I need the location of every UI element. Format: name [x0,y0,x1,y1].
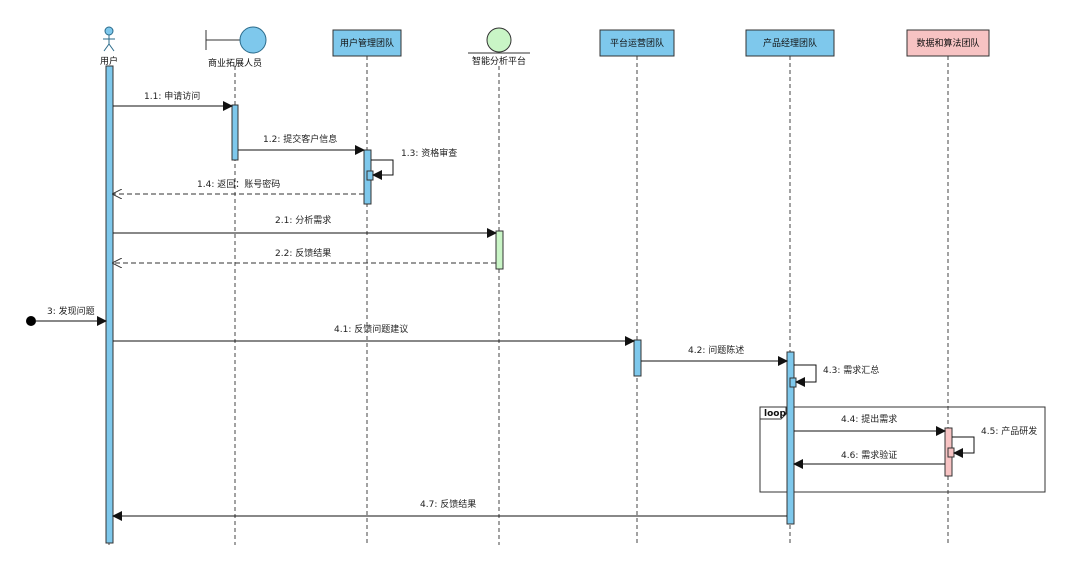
activation-biz [231,104,239,161]
message-4-7-label: 4.7: 反馈结果 [420,498,476,510]
message-1-3-arrow [371,159,394,180]
participant-label-user: 用户 [100,55,118,67]
participant-label-pm: 产品经理团队 [763,37,817,49]
participant-box-data [906,29,990,57]
found-message-start-dot [26,316,36,326]
loop-label: loop [764,409,786,419]
messages: 1.1: 申请访问 1.2: 提交客户信息 1.3: 资格审查 1.4: 返回：… [26,90,1037,521]
message-1-4-label: 1.4: 返回：账号密码 [197,178,280,190]
message-2-1-label: 2.1: 分析需求 [275,214,331,226]
participant-label-umt: 用户管理团队 [340,37,394,49]
participant-platform: 智能分析平台 [468,27,530,67]
message-4-3-label: 4.3: 需求汇总 [823,364,879,376]
participant-biz: 商业拓展人员 [205,26,267,69]
participant-user: 用户 [100,26,118,67]
participant-box-pm [745,29,835,57]
activation-umt-self [366,170,374,181]
activations [105,65,955,544]
participant-label-biz: 商业拓展人员 [208,57,262,69]
message-4-5-label: 4.5: 产品研发 [981,425,1037,437]
participant-label-ops: 平台运营团队 [610,37,664,49]
message-4-1-label: 4.1: 反馈问题建议 [334,323,408,335]
activation-data-self [947,447,955,458]
loop-fragment: loop [759,406,1046,493]
participant-ops: 平台运营团队 [599,29,675,57]
message-4-6-label: 4.6: 需求验证 [841,449,897,461]
message-3-label: 3: 发现问题 [47,305,95,317]
message-1-2-label: 1.2: 提交客户信息 [263,133,337,145]
participant-label-data: 数据和算法团队 [916,37,979,49]
participant-pm: 产品经理团队 [745,29,835,57]
message-2-2-label: 2.2: 反馈结果 [275,247,331,259]
activation-ops [633,339,642,377]
message-4-3-arrow [794,364,817,387]
activation-pm-self [789,377,797,388]
message-4-4-label: 4.4: 提出需求 [841,413,897,425]
participant-box-ops [599,29,675,57]
participant-umt: 用户管理团队 [332,29,402,57]
activation-user [105,65,114,544]
activation-platform [495,230,504,270]
participant-data: 数据和算法团队 [906,29,990,57]
message-1-3-label: 1.3: 资格审查 [401,147,457,159]
message-1-1-label: 1.1: 申请访问 [144,90,200,102]
activation-pm [786,351,795,525]
message-4-5-arrow [952,436,975,458]
boundary-icon [205,26,267,54]
message-4-2-label: 4.2: 问题陈述 [688,344,744,356]
entity-icon [468,27,530,54]
actor-icon [103,26,115,52]
participant-box-umt [332,29,402,57]
participant-label-platform: 智能分析平台 [472,55,526,67]
